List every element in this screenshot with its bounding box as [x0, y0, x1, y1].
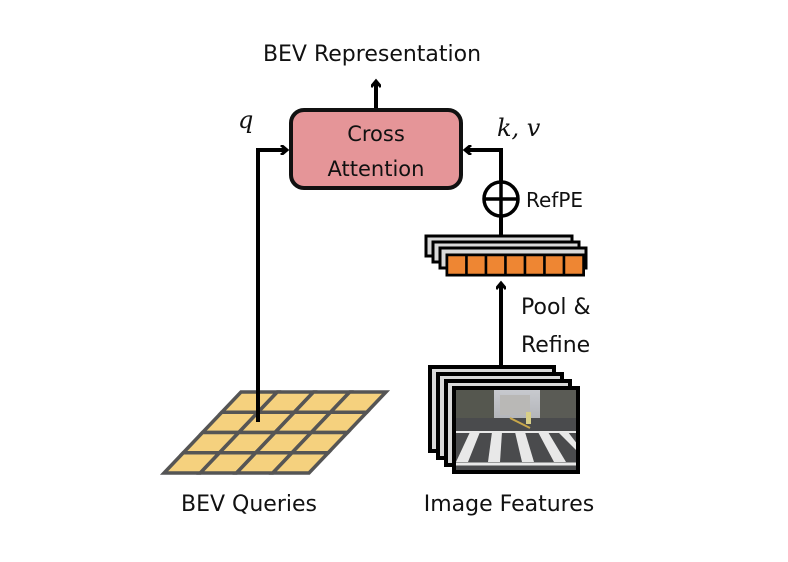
- pool-label-line2: Refine: [521, 333, 590, 358]
- cross-attention-block: Cross Attention: [289, 108, 463, 190]
- query-label: q: [238, 106, 253, 134]
- bev-queries-label: BEV Queries: [181, 492, 317, 517]
- pool-label-line1: Pool &: [521, 295, 591, 320]
- cross-attention-line2: Attention: [328, 157, 425, 181]
- query-arrow: [256, 150, 286, 420]
- pooled-feature-cell: [504, 253, 527, 277]
- pooled-feature-cell: [543, 253, 566, 277]
- camera-image: [454, 388, 578, 472]
- bev-representation-label: BEV Representation: [263, 42, 481, 67]
- position-encoding-add-icon: [482, 180, 520, 218]
- pooled-feature-cell: [523, 253, 546, 277]
- key-value-label: k, v: [497, 114, 541, 142]
- camera-image-frame: [452, 386, 580, 474]
- bev-query-grid: [159, 390, 391, 475]
- cross-attention-line1: Cross: [347, 122, 405, 146]
- refpe-label: RefPE: [526, 188, 583, 212]
- bev-query-cell: [268, 451, 333, 475]
- pooled-feature-cell: [465, 253, 488, 277]
- pooled-feature-stack: [424, 234, 588, 277]
- image-features-label: Image Features: [424, 492, 595, 517]
- cross-attention-box: [289, 108, 463, 190]
- pooled-feature-cell: [445, 253, 468, 277]
- pooled-feature-cell: [562, 253, 585, 277]
- pooled-feature-cell: [484, 253, 507, 277]
